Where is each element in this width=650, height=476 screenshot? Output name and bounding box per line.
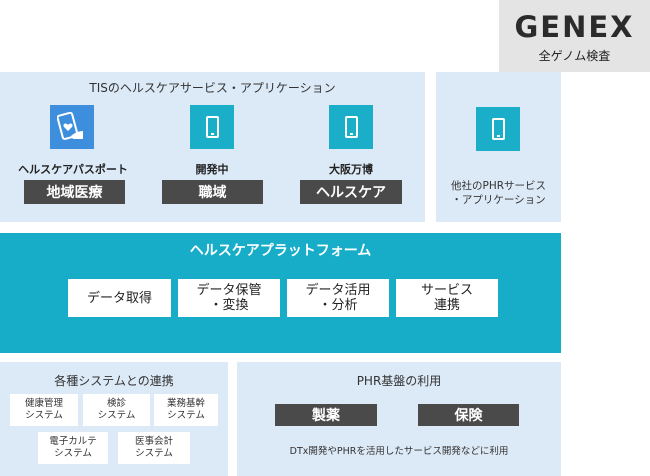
function-data-acquisition: データ取得 <box>68 279 171 317</box>
smartphone-icon <box>329 105 373 149</box>
tag-workplace: 職域 <box>162 180 263 204</box>
genex-subtitle: 全ゲノム検査 <box>538 49 611 63</box>
system-checkup: 検診システム <box>83 394 150 426</box>
tag-pharmaceutical: 製薬 <box>275 404 377 426</box>
platform-title: ヘルスケアプラットフォーム <box>189 243 372 259</box>
function-service-integration: サービス連携 <box>396 279 498 317</box>
phr-title: PHR基盤の利用 <box>356 374 442 388</box>
system-medical-accounting: 医事会計システム <box>118 432 190 464</box>
other-apps-label-line1: 他社のPHRサービス <box>450 180 547 192</box>
tis-apps-title: TISのヘルスケアサービス・アプリケーション <box>89 81 336 95</box>
system-core-business: 業務基幹システム <box>154 394 218 426</box>
smartphone-icon <box>190 105 234 149</box>
app-label-in-development: 開発中 <box>195 163 229 176</box>
tag-healthcare: ヘルスケア <box>300 180 402 204</box>
phr-note: DTx開発やPHRを活用したサービス開発などに利用 <box>289 446 509 457</box>
app-label-osaka-expo: 大阪万博 <box>329 163 373 176</box>
system-electronic-medical-record: 電子カルテシステム <box>38 432 108 464</box>
function-data-storage: データ保管・変換 <box>178 279 280 317</box>
app-label-healthcare-passport: ヘルスケアパスポート <box>18 163 128 176</box>
integration-title: 各種システムとの連携 <box>54 374 174 388</box>
tag-insurance: 保険 <box>418 404 519 426</box>
smartphone-icon <box>476 107 520 151</box>
system-health-management: 健康管理システム <box>10 394 78 426</box>
tag-regional-medicine: 地域医療 <box>24 180 125 204</box>
genex-callout <box>499 0 650 72</box>
function-data-analysis: データ活用・分析 <box>287 279 389 317</box>
genex-logo: GENEX <box>514 10 635 44</box>
other-apps-label-line2: ・アプリケーション <box>451 194 546 206</box>
smartphone-heart-icon <box>50 105 94 149</box>
